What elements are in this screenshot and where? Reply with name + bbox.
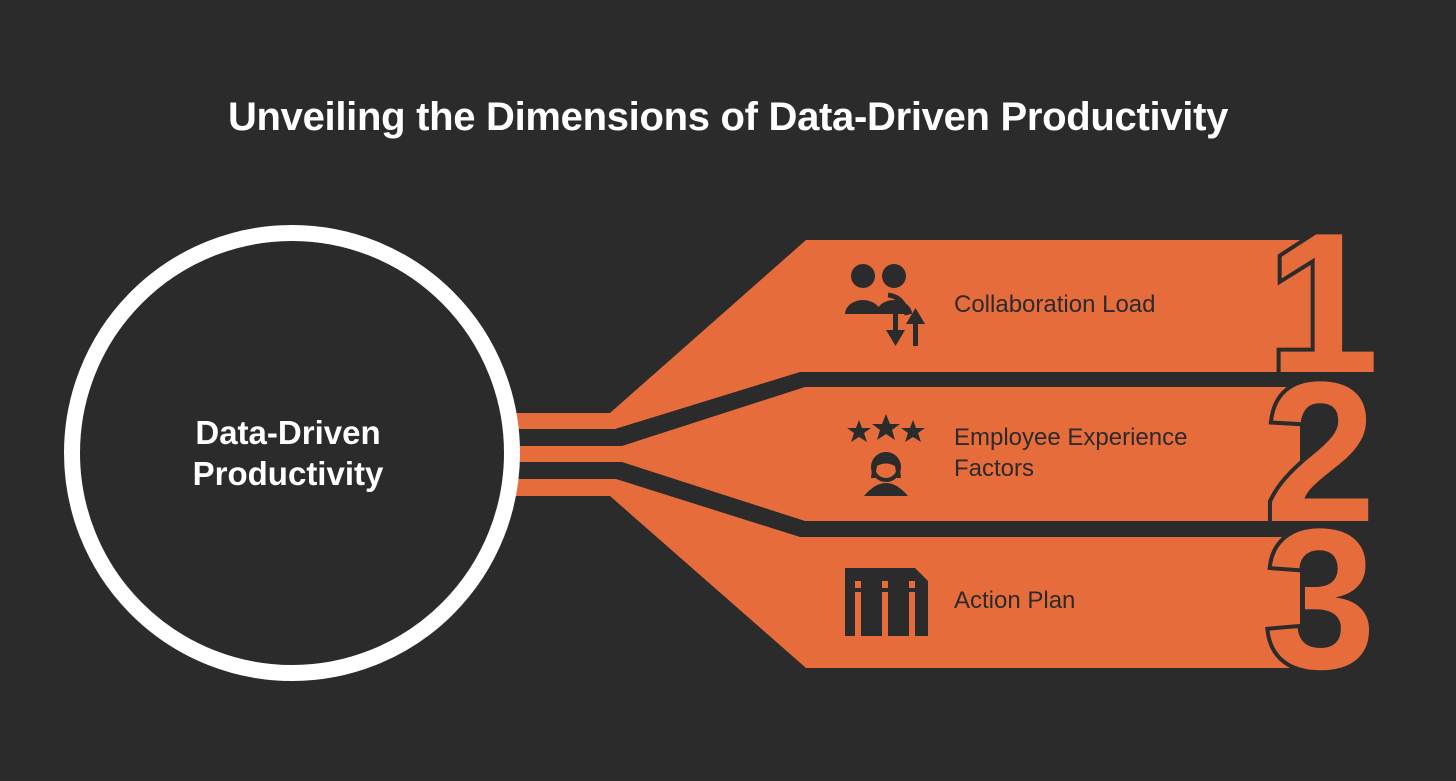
hub-label-line1: Data-Driven [195,414,381,451]
hub-label-line2: Productivity [192,455,384,492]
connector-2 [506,387,1300,521]
hub-label: Data-Driven Productivity [148,412,428,494]
item-label-action-plan: Action Plan [954,587,1076,614]
item-label-employee-experience-line2: Factors [954,455,1035,482]
band-number-1: 1 [1268,192,1379,415]
item-label-employee-experience-line1: Employee Experience [954,424,1188,451]
item-label-collaboration-load: Collaboration Load [954,291,1156,318]
action-plan-bars-icon [845,568,928,636]
band-number-3: 3 [1265,488,1376,711]
band-number-2: 2 [1265,341,1376,564]
star-rating-person-icon [847,414,925,496]
collaboration-users-arrows-icon [845,264,925,346]
page-title: Unveiling the Dimensions of Data-Driven … [227,95,1229,139]
hub-circle [64,225,520,681]
item-label-employee-experience: Employee Experience Factors [954,422,1254,484]
